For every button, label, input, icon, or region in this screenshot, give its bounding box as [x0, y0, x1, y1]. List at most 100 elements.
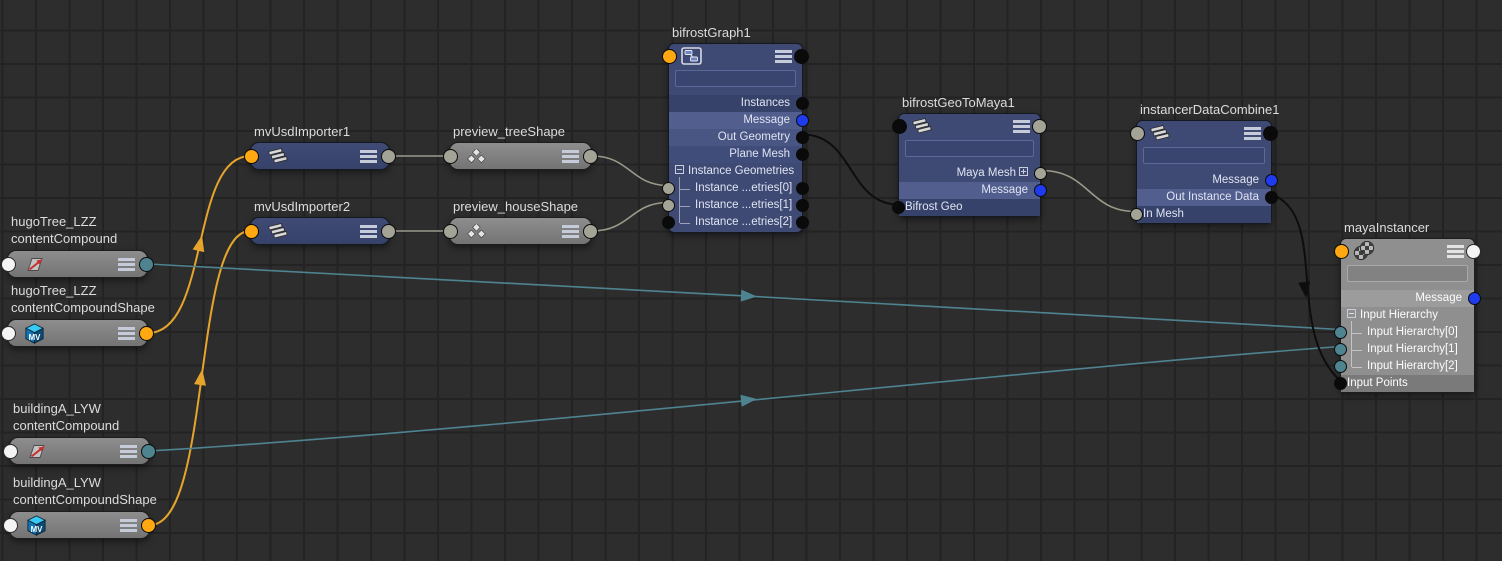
attr-row-input-hierarchy-0[interactable]: Input Hierarchy[0]	[1334, 324, 1474, 341]
message-output-port[interactable]	[1468, 292, 1481, 305]
input-port[interactable]	[3, 517, 18, 533]
instance-1-input-port[interactable]	[662, 199, 675, 212]
menu-icon[interactable]	[360, 149, 377, 163]
node-header[interactable]	[892, 114, 1047, 138]
wire-outGeometry-to-bifrostGeo[interactable]	[802, 133, 899, 206]
node-mvUsdImporter1[interactable]: mvUsdImporter1	[244, 124, 396, 170]
attr-row-instance-geometries[interactable]: Instance Geometries	[669, 163, 802, 180]
output-port[interactable]	[583, 223, 598, 239]
header-output-port[interactable]	[1032, 118, 1047, 134]
attr-row-input-hierarchy-2[interactable]: Input Hierarchy[2]	[1334, 358, 1474, 375]
instances-output-port[interactable]	[796, 97, 809, 110]
node-preview_houseShape[interactable]: preview_houseShape	[443, 199, 598, 245]
wire-outInstanceData-to-inputPoints[interactable]	[1271, 193, 1341, 382]
collapse-minus-icon[interactable]	[1347, 309, 1356, 319]
output-port[interactable]	[139, 325, 154, 341]
attr-row-out-geometry[interactable]: Out Geometry	[669, 129, 809, 146]
out-geometry-output-port[interactable]	[796, 131, 809, 144]
output-port[interactable]	[381, 148, 396, 164]
input-hierarchy-2-input-port[interactable]	[1334, 360, 1347, 373]
attr-row-instance-1[interactable]: Instance ...etries[1]	[662, 197, 809, 214]
collapse-minus-icon[interactable]	[675, 165, 684, 175]
node-bifrostGeoToMaya1[interactable]: bifrostGeoToMaya1 Maya Mesh Message	[892, 95, 1047, 217]
menu-icon[interactable]	[360, 224, 377, 238]
input-hierarchy-0-input-port[interactable]	[1334, 326, 1347, 339]
attr-row-maya-mesh[interactable]: Maya Mesh	[899, 165, 1047, 182]
attr-row-out-instance-data[interactable]: Out Instance Data	[1137, 189, 1278, 206]
node-header[interactable]	[1334, 239, 1481, 263]
menu-icon[interactable]	[562, 149, 579, 163]
instance-1-output-port[interactable]	[796, 199, 809, 212]
node-mayaInstancer[interactable]: mayaInstancer	[1334, 220, 1481, 393]
input-port[interactable]	[3, 443, 18, 459]
instance-2-input-port[interactable]	[662, 216, 675, 229]
instance-2-output-port[interactable]	[796, 216, 809, 229]
attr-row-instances[interactable]: Instances	[669, 95, 809, 112]
attr-row-bifrost-geo[interactable]: Bifrost Geo	[892, 199, 1040, 216]
menu-icon[interactable]	[775, 49, 792, 63]
attr-row-message[interactable]: Message	[669, 112, 809, 129]
output-port[interactable]	[583, 148, 598, 164]
header-input-port[interactable]	[1334, 243, 1349, 259]
output-port[interactable]	[381, 223, 396, 239]
output-port[interactable]	[141, 517, 156, 533]
output-port[interactable]	[139, 256, 154, 272]
rename-field[interactable]	[1347, 265, 1468, 282]
header-output-port[interactable]	[1263, 125, 1278, 141]
header-output-port[interactable]	[1466, 243, 1481, 259]
rename-field[interactable]	[675, 70, 796, 87]
message-output-port[interactable]	[1034, 184, 1047, 197]
input-hierarchy-1-input-port[interactable]	[1334, 343, 1347, 356]
header-input-port[interactable]	[662, 48, 677, 64]
out-instance-data-output-port[interactable]	[1265, 191, 1278, 204]
plane-mesh-output-port[interactable]	[796, 148, 809, 161]
rename-field[interactable]	[1143, 147, 1265, 164]
maya-mesh-output-port[interactable]	[1034, 167, 1047, 180]
attr-row-in-mesh[interactable]: In Mesh	[1130, 206, 1271, 223]
instance-0-input-port[interactable]	[662, 182, 675, 195]
menu-icon[interactable]	[562, 224, 579, 238]
attr-row-input-hierarchy[interactable]: Input Hierarchy	[1341, 307, 1474, 324]
wire-hugoTree-shape-to-mvUsdImporter1[interactable]	[147, 155, 251, 334]
rename-field[interactable]	[905, 140, 1034, 157]
attr-row-message[interactable]: Message	[1137, 172, 1278, 189]
message-output-port[interactable]	[796, 114, 809, 127]
input-port[interactable]	[1, 325, 16, 341]
input-port[interactable]	[1, 256, 16, 272]
attr-row-plane-mesh[interactable]: Plane Mesh	[669, 146, 809, 163]
attr-row-input-hierarchy-1[interactable]: Input Hierarchy[1]	[1334, 341, 1474, 358]
menu-icon[interactable]	[120, 444, 137, 458]
node-header[interactable]	[1130, 121, 1278, 145]
output-port[interactable]	[141, 443, 156, 459]
attr-row-message[interactable]: Message	[1341, 290, 1481, 307]
header-input-port[interactable]	[1130, 125, 1145, 141]
input-port[interactable]	[244, 223, 259, 239]
bifrost-geo-input-port[interactable]	[892, 201, 905, 214]
node-header[interactable]	[662, 44, 809, 68]
menu-icon[interactable]	[118, 257, 135, 271]
node-mvUsdImporter2[interactable]: mvUsdImporter2	[244, 199, 396, 245]
node-preview_treeShape[interactable]: preview_treeShape	[443, 124, 598, 170]
message-output-port[interactable]	[1265, 174, 1278, 187]
menu-icon[interactable]	[1244, 126, 1261, 140]
attr-row-message[interactable]: Message	[899, 182, 1047, 199]
input-port[interactable]	[443, 223, 458, 239]
wire-mayaMesh-to-inMesh[interactable]	[1040, 169, 1137, 213]
menu-icon[interactable]	[120, 518, 137, 532]
header-input-port[interactable]	[892, 118, 907, 134]
node-instancerDataCombine1[interactable]: instancerDataCombine1 Message Out Instan…	[1130, 102, 1279, 224]
input-port[interactable]	[443, 148, 458, 164]
menu-icon[interactable]	[1447, 244, 1464, 258]
wire-previewHouse-to-instanceGeometries1[interactable]	[591, 201, 669, 232]
attr-row-instance-0[interactable]: Instance ...etries[0]	[662, 180, 809, 197]
node-bifrostGraph1[interactable]: bifrostGraph1 Instances Message	[662, 25, 809, 233]
input-port[interactable]	[244, 148, 259, 164]
header-output-port[interactable]	[794, 48, 809, 64]
menu-icon[interactable]	[1013, 119, 1030, 133]
expand-plus-icon[interactable]	[1019, 167, 1028, 177]
